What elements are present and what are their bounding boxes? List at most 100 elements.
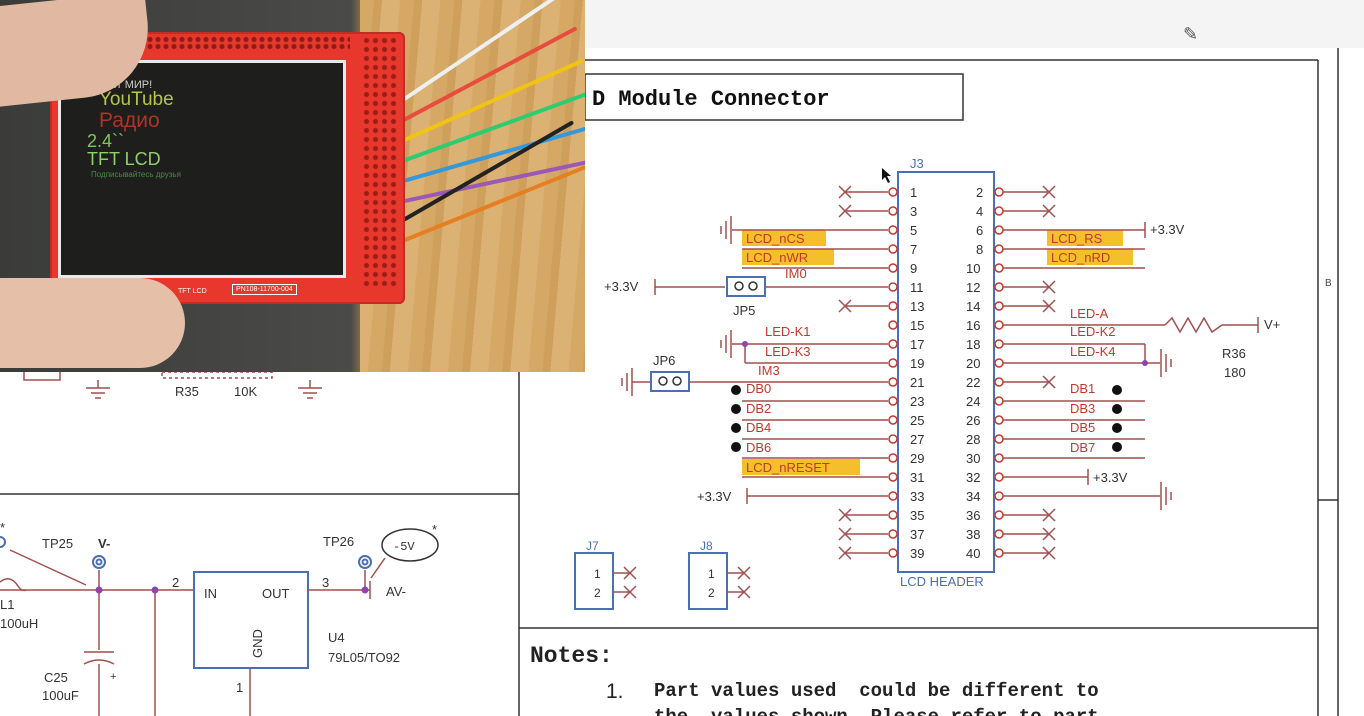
j3-pin-24 bbox=[994, 396, 1004, 406]
j3-pin-label-29: 29 bbox=[910, 451, 924, 466]
j3-pin-4 bbox=[994, 206, 1004, 216]
j3-pin-15 bbox=[888, 320, 898, 330]
j3-pin-6 bbox=[994, 225, 1004, 235]
j3-pin-21 bbox=[888, 377, 898, 387]
led-k2-label: LED-K2 bbox=[1070, 324, 1116, 339]
jp6-label: JP6 bbox=[653, 353, 675, 368]
pin-header bbox=[362, 36, 398, 286]
j3-pin-32 bbox=[994, 472, 1004, 482]
j3-pin-19 bbox=[888, 358, 898, 368]
j3-pin-label-6: 6 bbox=[976, 223, 983, 238]
j3-pin-13 bbox=[888, 301, 898, 311]
j3-pin-label-25: 25 bbox=[910, 413, 924, 428]
j3-pin-28 bbox=[994, 434, 1004, 444]
led-k4-label: LED-K4 bbox=[1070, 344, 1116, 359]
notes-item1-number: 1. bbox=[606, 680, 624, 703]
lcd-ncs-label: LCD_nCS bbox=[746, 231, 805, 246]
j3-pin-label-21: 21 bbox=[910, 375, 924, 390]
db0-label: DB0 bbox=[746, 381, 771, 396]
asterisk-2: * bbox=[432, 522, 437, 537]
j3-pin-31 bbox=[888, 472, 898, 482]
r36-ref: R36 bbox=[1222, 346, 1246, 361]
title-box bbox=[584, 73, 964, 121]
j3-pin-22 bbox=[994, 377, 1004, 387]
notes-heading: Notes: bbox=[530, 643, 613, 669]
j3-pin-38 bbox=[994, 529, 1004, 539]
p33v-left-11: +3.3V bbox=[604, 279, 639, 294]
j3-pin-label-7: 7 bbox=[910, 242, 917, 257]
j3-pin-10 bbox=[994, 263, 1004, 273]
j3-pin-label-38: 38 bbox=[966, 527, 980, 542]
j3-pin-label-26: 26 bbox=[966, 413, 980, 428]
c25-value: 100uF bbox=[42, 688, 79, 703]
screen-line5: TFT LCD bbox=[87, 149, 161, 169]
j3-pin-12 bbox=[994, 282, 1004, 292]
lcd-nrd-highlight bbox=[1047, 249, 1133, 265]
j3-pin-label-27: 27 bbox=[910, 432, 924, 447]
p33v-right-6: +3.3V bbox=[1150, 222, 1185, 237]
j3-pin-label-16: 16 bbox=[966, 318, 980, 333]
lcd-nwr-highlight bbox=[742, 249, 834, 265]
l1-label: L1 bbox=[0, 597, 14, 612]
notes-item1-line1: Part values used could be different to bbox=[654, 680, 1099, 702]
margin-letter: B bbox=[1325, 278, 1332, 289]
j3-pin-label-23: 23 bbox=[910, 394, 924, 409]
j3-pin-9 bbox=[888, 263, 898, 273]
j7-pin2: 2 bbox=[594, 586, 601, 600]
im0-label: IM0 bbox=[785, 266, 807, 281]
avminus-label: AV- bbox=[386, 584, 406, 599]
pin2-label: 2 bbox=[172, 575, 179, 590]
j3-pin-27 bbox=[888, 434, 898, 444]
tp25-icon bbox=[92, 555, 106, 569]
lcd-rs-highlight bbox=[1047, 230, 1123, 246]
j3-pin-39 bbox=[888, 548, 898, 558]
j7-body bbox=[574, 552, 614, 610]
db3-label: DB3 bbox=[1070, 401, 1095, 416]
j3-pin-35 bbox=[888, 510, 898, 520]
vminus-label: V- bbox=[98, 536, 110, 551]
u4-ref: U4 bbox=[328, 630, 345, 645]
jp6-jumper bbox=[650, 371, 690, 392]
board-label: TFT LCD bbox=[178, 288, 207, 295]
j3-pin-label-11: 11 bbox=[910, 280, 924, 295]
jp5-label: JP5 bbox=[733, 303, 755, 318]
j3-pin-33 bbox=[888, 491, 898, 501]
pin3-label: 3 bbox=[322, 575, 329, 590]
screen-line4: 2.4`` bbox=[87, 131, 125, 151]
lcd-nwr-label: LCD_nWR bbox=[746, 250, 808, 265]
r35-ref: R35 bbox=[175, 384, 199, 399]
vplus-label: V+ bbox=[1264, 317, 1280, 332]
j3-pin-5 bbox=[888, 225, 898, 235]
screen-line6: Подписывайтесь друзья bbox=[91, 170, 181, 179]
mouse-cursor-icon bbox=[882, 168, 891, 183]
j3-pin-23 bbox=[888, 396, 898, 406]
tft-screen: Привет МИР! YouTube Радио 2.4`` TFT LCD … bbox=[58, 60, 346, 278]
j3-pin-label-37: 37 bbox=[910, 527, 924, 542]
pen-icon[interactable]: ✎ bbox=[1183, 24, 1199, 44]
led-k3-label: LED-K3 bbox=[765, 344, 811, 359]
j8-ref: J8 bbox=[700, 539, 713, 553]
j3-pin-14 bbox=[994, 301, 1004, 311]
j3-pin-label-12: 12 bbox=[966, 280, 980, 295]
j3-pin-label-9: 9 bbox=[910, 261, 917, 276]
r35-value: 10K bbox=[234, 384, 257, 399]
j3-pin-26 bbox=[994, 415, 1004, 425]
j3-pin-label-39: 39 bbox=[910, 546, 924, 561]
j3-ref: J3 bbox=[910, 156, 924, 171]
j3-pin-label-13: 13 bbox=[910, 299, 924, 314]
j3-pin-36 bbox=[994, 510, 1004, 520]
p33v-left-33: +3.3V bbox=[697, 489, 732, 504]
u4-body bbox=[193, 571, 309, 669]
p33v-right-32: +3.3V bbox=[1093, 470, 1128, 485]
j3-pin-label-2: 2 bbox=[976, 185, 983, 200]
j3-pin-label-28: 28 bbox=[966, 432, 980, 447]
db5-label: DB5 bbox=[1070, 420, 1095, 435]
j7-pin1: 1 bbox=[594, 567, 601, 581]
db7-label: DB7 bbox=[1070, 440, 1095, 455]
connector-title: D Module Connector bbox=[592, 87, 830, 112]
j3-pin-label-18: 18 bbox=[966, 337, 980, 352]
im3-label: IM3 bbox=[758, 363, 780, 378]
c25-plus: + bbox=[110, 671, 116, 683]
l1-value: 100uH bbox=[0, 616, 38, 631]
j8-body bbox=[688, 552, 728, 610]
